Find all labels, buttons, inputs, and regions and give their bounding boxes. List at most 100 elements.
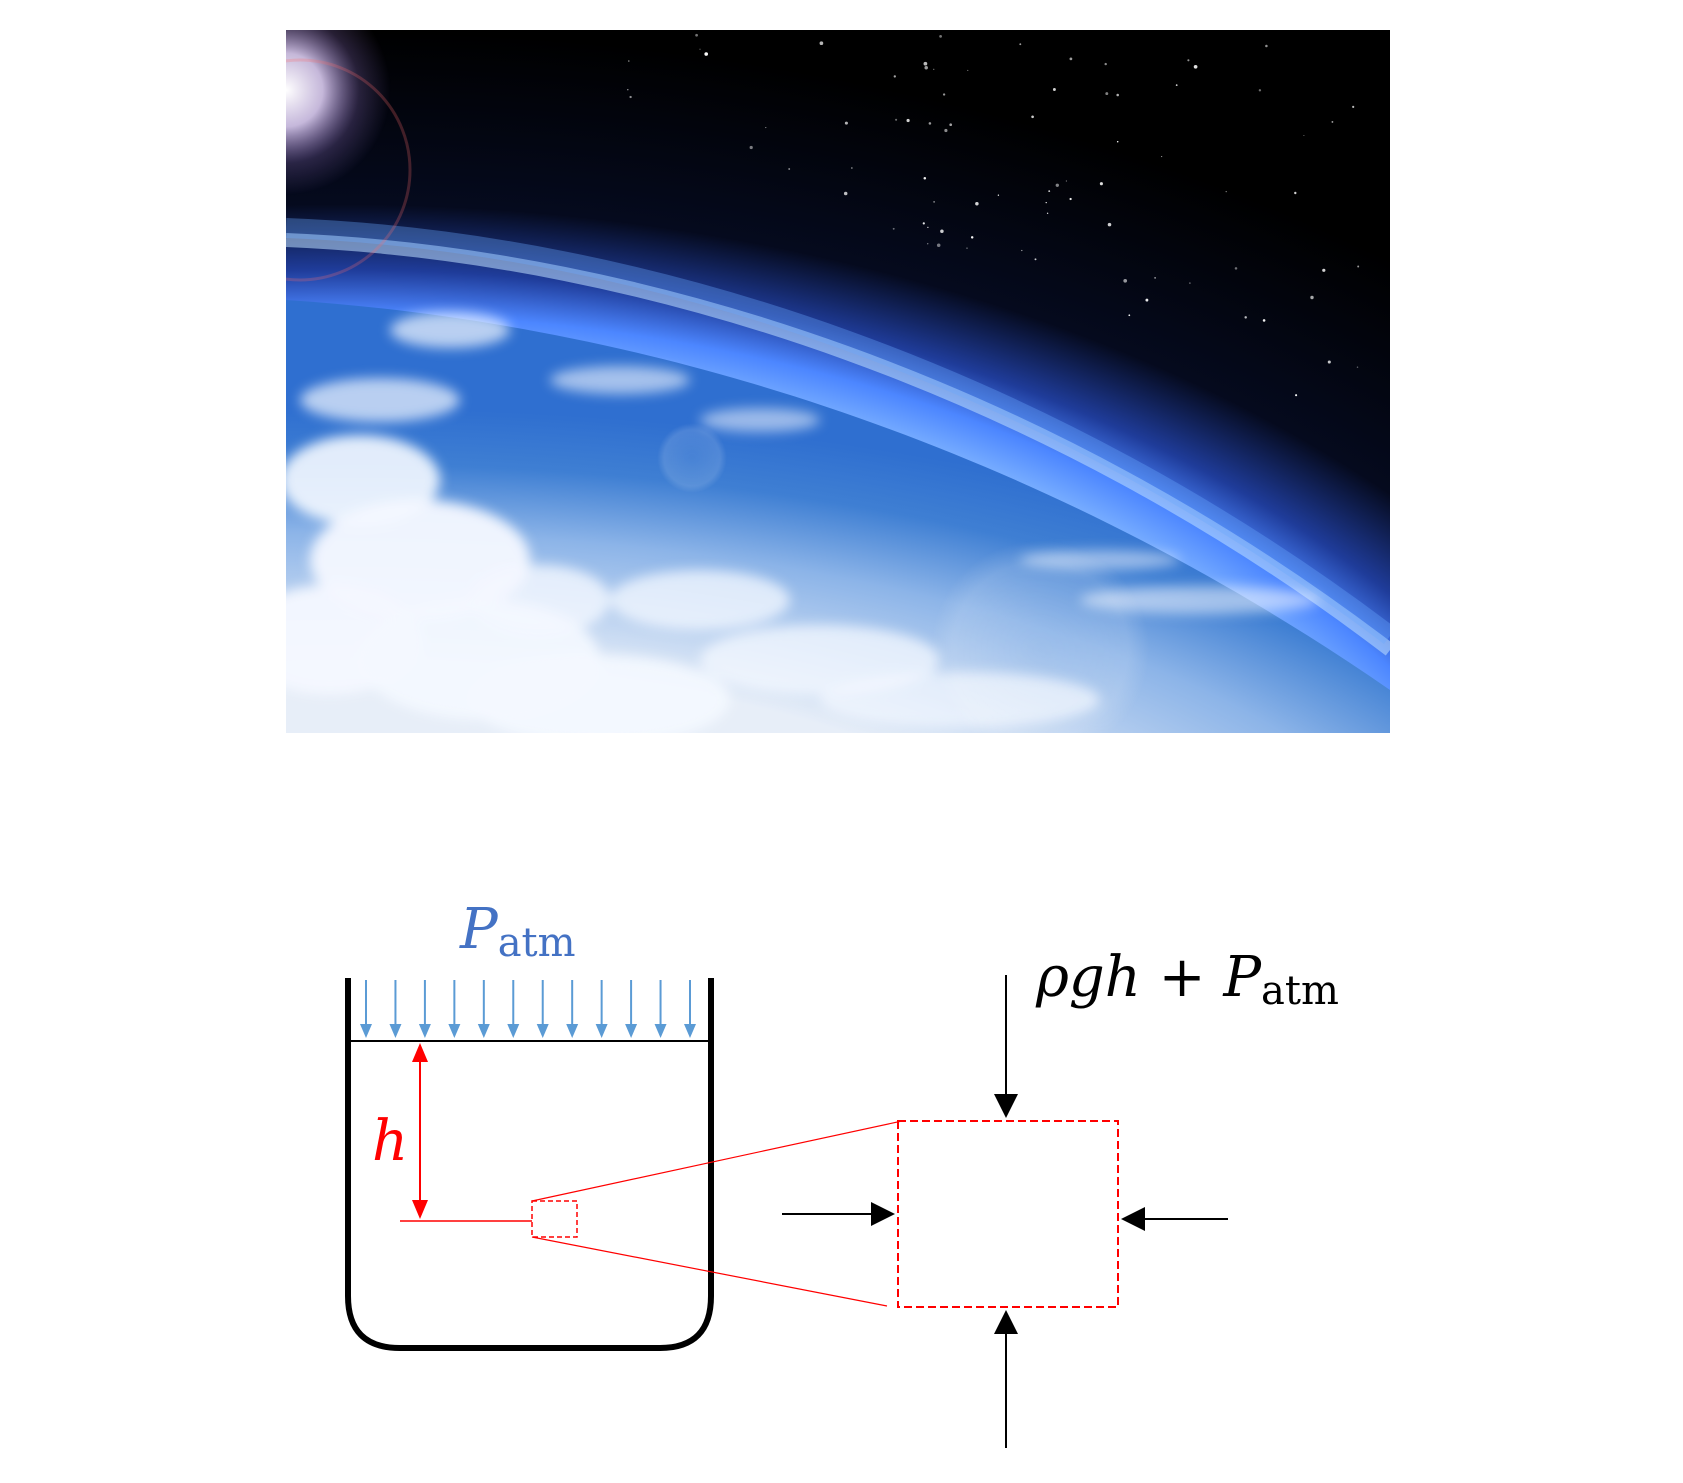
element-pressure-label: ρgh + Patm <box>1035 945 1339 1014</box>
star <box>1099 182 1103 186</box>
surface-pressure-arrow-head <box>595 1024 608 1038</box>
star <box>1046 212 1049 214</box>
surface-pressure-arrow-head <box>477 1024 490 1038</box>
star <box>1189 282 1191 284</box>
star <box>629 95 632 99</box>
star <box>967 69 969 71</box>
star <box>1104 62 1107 66</box>
star <box>1294 191 1297 195</box>
star <box>923 61 928 66</box>
star <box>628 60 630 62</box>
star <box>1034 258 1037 261</box>
star <box>1019 43 1022 46</box>
surface-pressure-arrow-head <box>654 1024 667 1038</box>
star <box>928 122 932 125</box>
star <box>843 191 848 196</box>
star <box>1116 93 1119 97</box>
surface-pressure-label: Patm <box>459 897 576 966</box>
depth-label: h <box>372 1109 408 1174</box>
zoom-line-bottom <box>531 1236 888 1307</box>
star <box>1234 267 1238 270</box>
surface-pressure-arrow-head <box>536 1024 549 1038</box>
star <box>1116 140 1119 143</box>
surface-pressure-arrow-head <box>418 1024 431 1038</box>
star <box>939 35 942 38</box>
star <box>1123 278 1128 283</box>
star <box>765 127 767 129</box>
star <box>927 243 929 245</box>
star <box>1069 57 1073 61</box>
star <box>906 118 910 123</box>
star <box>627 88 629 91</box>
star <box>1331 120 1334 123</box>
star <box>975 201 979 206</box>
star <box>788 168 791 170</box>
surface-pressure-arrow-head <box>360 1024 372 1038</box>
sun-flare <box>286 30 586 330</box>
star <box>997 194 1000 196</box>
cloud-layer <box>286 312 1320 733</box>
fluid-element-enlarged <box>897 1120 1119 1308</box>
star <box>1258 89 1262 92</box>
star <box>851 167 853 169</box>
fluid-element-small <box>531 1200 578 1238</box>
star <box>933 201 935 203</box>
star <box>933 68 935 70</box>
star <box>1310 295 1314 300</box>
star <box>1265 44 1268 48</box>
star <box>1031 115 1034 119</box>
star <box>749 145 753 150</box>
star <box>1295 394 1298 397</box>
star <box>970 236 974 239</box>
star-field <box>627 33 1360 397</box>
surface-pressure-arrow-head <box>448 1024 461 1038</box>
star <box>1065 180 1068 182</box>
star <box>1357 265 1360 268</box>
star <box>944 128 948 133</box>
depth-arrow-head-bottom <box>412 1200 428 1219</box>
star <box>936 243 941 248</box>
star <box>844 121 848 125</box>
surface-pressure-arrow-head <box>507 1024 520 1038</box>
star <box>704 52 709 56</box>
star <box>1327 360 1331 364</box>
star <box>1145 298 1149 302</box>
star <box>699 48 701 50</box>
star <box>1052 88 1056 91</box>
star <box>1322 268 1326 272</box>
star <box>1244 316 1247 319</box>
zoom-line-top <box>531 1120 903 1202</box>
surface-pressure-arrow-head <box>625 1024 638 1038</box>
star <box>1187 59 1190 62</box>
surface-pressure-arrow-head <box>389 1024 402 1038</box>
star <box>1356 366 1359 368</box>
star <box>1055 183 1059 187</box>
star <box>892 227 895 230</box>
star <box>966 247 968 249</box>
star <box>949 123 953 127</box>
surface-pressure-arrow-head <box>566 1024 579 1038</box>
star <box>819 41 824 46</box>
star <box>1021 249 1023 252</box>
star <box>1107 222 1112 227</box>
star <box>942 93 946 96</box>
lens-flare <box>930 540 1150 733</box>
star <box>923 177 927 180</box>
star <box>1105 92 1109 96</box>
star <box>1303 134 1305 137</box>
depth-arrow-head-top <box>412 1043 428 1062</box>
star <box>695 33 698 37</box>
star <box>1048 190 1051 193</box>
star <box>1225 190 1227 193</box>
star <box>1193 64 1198 69</box>
star <box>1154 277 1156 279</box>
star <box>1352 105 1355 108</box>
star <box>1045 201 1047 204</box>
star <box>1161 156 1163 158</box>
star <box>895 118 898 121</box>
star <box>924 66 928 70</box>
star <box>1128 314 1131 317</box>
star <box>1069 197 1072 201</box>
star <box>927 226 929 229</box>
